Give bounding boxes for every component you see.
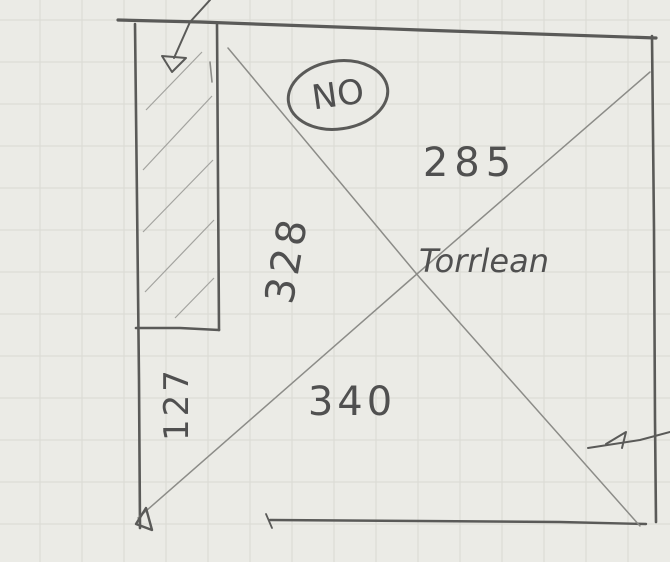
arrow-top-left-icon: [161, 0, 211, 73]
outer-square: [116, 18, 658, 530]
measure-label-127: 127: [157, 367, 197, 441]
center-word-label: Torrlean: [419, 242, 549, 280]
area-label-285: 285: [423, 140, 517, 186]
measure-label-328: 328: [257, 212, 318, 307]
area-label-340: 340: [308, 379, 396, 425]
hatched-strip: [134, 22, 221, 332]
no-circle: [286, 59, 390, 131]
arrow-right-icon: [587, 431, 670, 449]
arrow-bottom-left-icon: [134, 506, 154, 532]
no-label: NO: [309, 72, 366, 119]
diagonal-lines: [137, 47, 651, 527]
